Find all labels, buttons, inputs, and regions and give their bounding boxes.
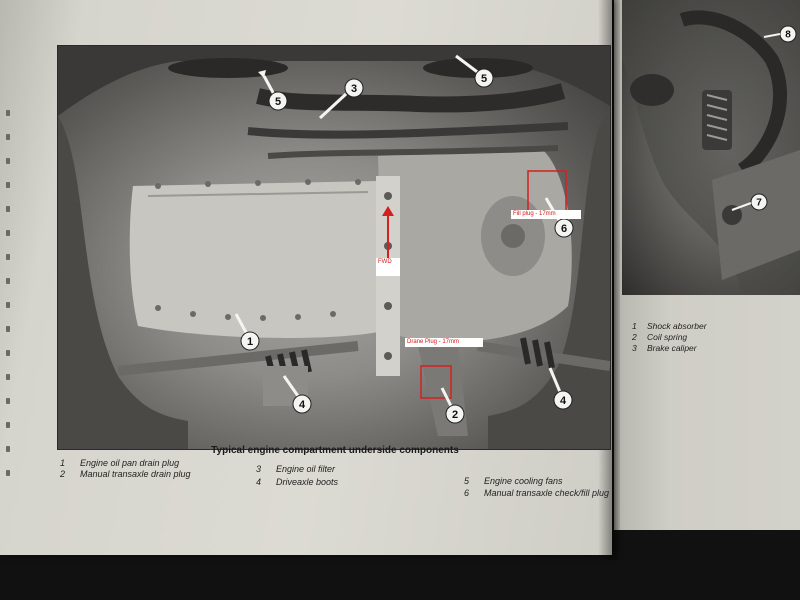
drain-plug-label: Drane Plug - 17mm [405, 338, 483, 347]
thumb-index-tabs [4, 110, 14, 490]
callout-8: 8 [763, 25, 797, 43]
drain-plug-highlight [420, 365, 452, 399]
fill-plug-label: Fill plug - 17mm [511, 210, 581, 219]
figure-caption-title: Typical engine compartment underside com… [211, 445, 459, 456]
suspension-photo: 8 7 [622, 0, 800, 295]
fwd-arrow [382, 206, 394, 266]
fwd-label: FWD [376, 258, 400, 276]
callout-7: 7 [731, 193, 768, 211]
engine-underside-photo: 5 3 5 1 4 [57, 45, 611, 450]
svg-text:7: 7 [756, 198, 762, 209]
svg-text:8: 8 [785, 30, 791, 41]
